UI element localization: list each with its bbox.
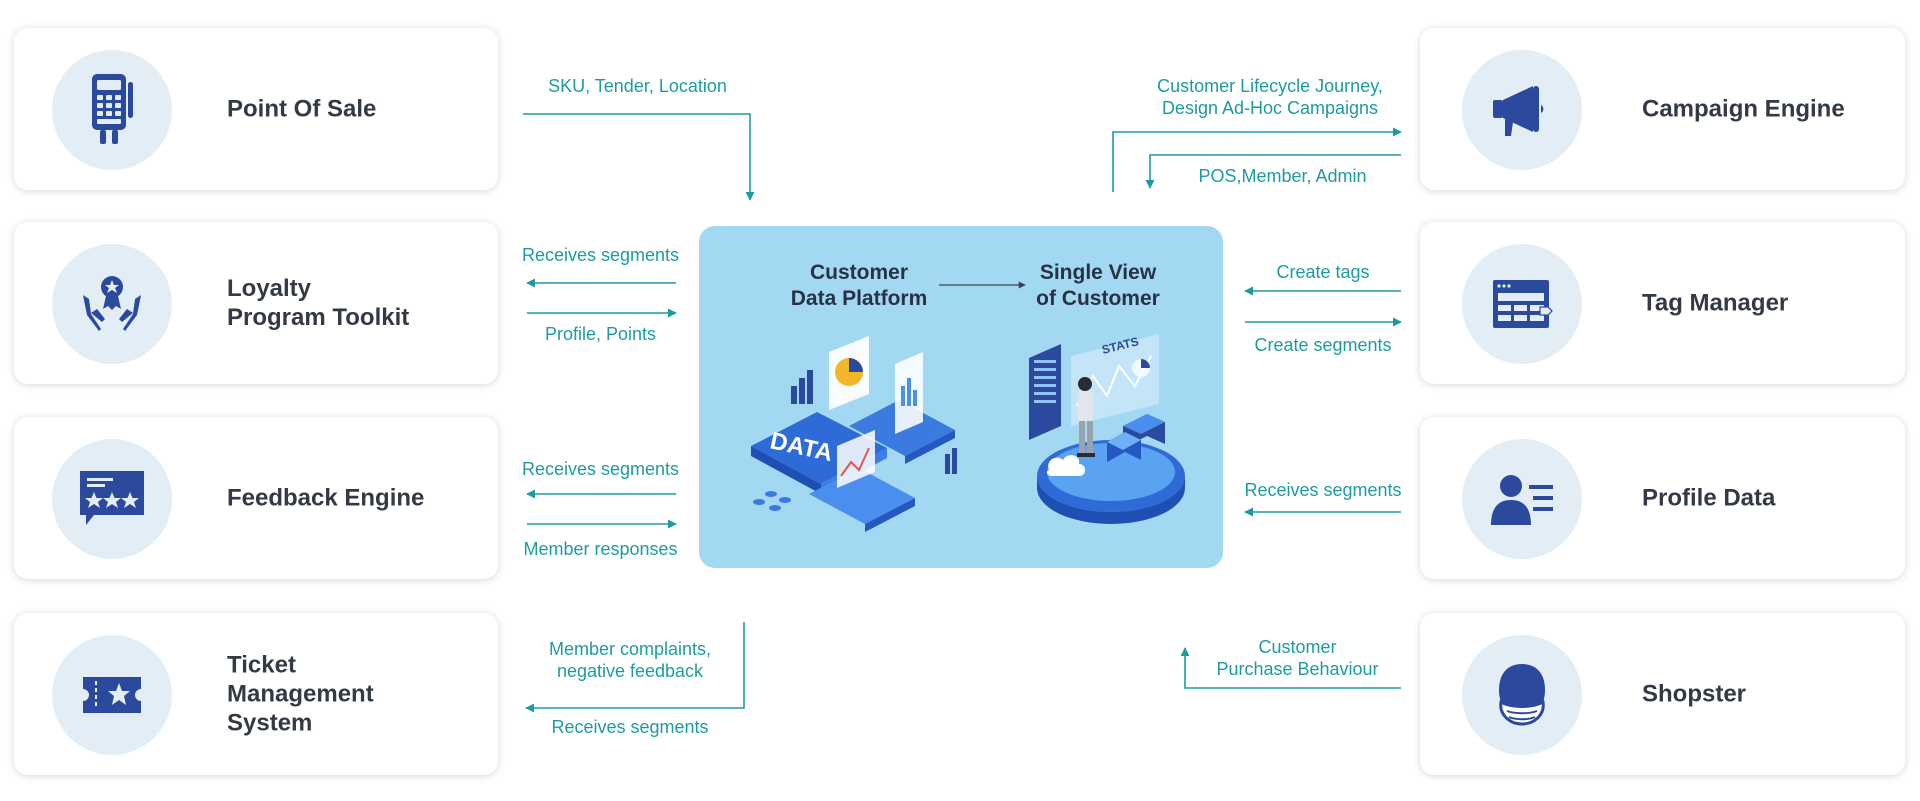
campaign-icon-circle <box>1462 50 1582 170</box>
data-platform-illustration: DATA <box>751 336 957 532</box>
card-point-of-sale: Point Of Sale <box>14 28 498 190</box>
single-view-illustration: STATS <box>1029 334 1185 524</box>
pos-icon-circle <box>52 50 172 170</box>
flow-label-feedback-receives: Receives segments <box>521 459 680 479</box>
flow-label-create-tags: Create tags <box>1276 262 1370 282</box>
center-illustration: DATA STATS <box>751 281 1185 532</box>
customer-data-platform-panel: Customer Data Platform Single View of Cu… <box>699 226 1223 568</box>
arrow-ticket-to-cdp <box>525 622 745 713</box>
system-label-profile-data: Profile Data <box>1642 484 1776 512</box>
flow-label-ticket-receives: Receives segments <box>551 717 709 737</box>
loyalty-icon-circle <box>52 244 172 364</box>
system-label-feedback-engine: Feedback Engine <box>227 484 425 512</box>
card-campaign-engine: Campaign Engine <box>1420 28 1905 190</box>
flow-label-feedback-responses: Member responses <box>523 539 678 559</box>
flow-label-purchase-behaviour: Customer Purchase Behaviour <box>1216 637 1379 679</box>
flow-label-profile-receives: Receives segments <box>1244 480 1402 500</box>
arrow-pos-to-cdp <box>523 113 755 201</box>
ticket-icon-circle <box>52 635 172 755</box>
flow-label-pos-data: SKU, Tender, Location <box>548 76 727 96</box>
card-shopster: Shopster <box>1420 613 1905 775</box>
system-label-tag-manager: Tag Manager <box>1642 289 1789 317</box>
flow-label-loyalty-receives: Receives segments <box>521 245 680 265</box>
card-loyalty-program-toolkit: Loyalty Program Toolkit <box>14 222 498 384</box>
card-tag-manager: Tag Manager <box>1420 222 1905 384</box>
tag-icon-circle <box>1462 244 1582 364</box>
ticket-star-icon <box>83 677 141 713</box>
system-label-shopster: Shopster <box>1642 680 1747 708</box>
loyalty-hands-icon <box>83 276 141 331</box>
flow-label-create-segments: Create segments <box>1254 335 1392 355</box>
system-label-loyalty-program-toolkit: Loyalty Program Toolkit <box>227 275 410 331</box>
card-ticket-management-system: Ticket Management System <box>14 613 498 775</box>
system-label-campaign-engine: Campaign Engine <box>1642 95 1845 123</box>
card-profile-data: Profile Data <box>1420 417 1905 579</box>
megaphone-icon <box>1493 86 1544 136</box>
system-label-point-of-sale: Point Of Sale <box>227 95 377 123</box>
flow-label-campaign-pos-member: POS,Member, Admin <box>1198 166 1367 186</box>
shopster-icon-circle <box>1462 635 1582 755</box>
card-feedback-engine: Feedback Engine <box>14 417 498 579</box>
pos-terminal-icon <box>92 74 133 144</box>
rating-chat-icon <box>80 471 144 525</box>
flow-label-loyalty-profile: Profile, Points <box>544 324 657 344</box>
flow-label-ticket-complaints: Member complaints, negative feedback <box>548 639 712 681</box>
feedback-icon-circle <box>52 439 172 559</box>
system-label-ticket-management-system: Ticket Management System <box>227 651 374 737</box>
flow-label-campaign-journey: Customer Lifecycle Journey, Design Ad-Ho… <box>1157 76 1383 118</box>
browser-tag-icon <box>1493 280 1553 328</box>
single-view-title: Single View of Customer <box>1036 261 1160 310</box>
arrow-campaign-to-cdp <box>1145 154 1401 189</box>
arrow-cdp-to-campaign <box>1112 127 1402 192</box>
arrow-shopster-to-cdp <box>1180 647 1401 689</box>
cdp-title: Customer Data Platform <box>790 261 928 310</box>
masked-person-icon <box>1499 664 1545 726</box>
profile-icon-circle <box>1462 439 1582 559</box>
user-profile-icon <box>1491 475 1553 525</box>
